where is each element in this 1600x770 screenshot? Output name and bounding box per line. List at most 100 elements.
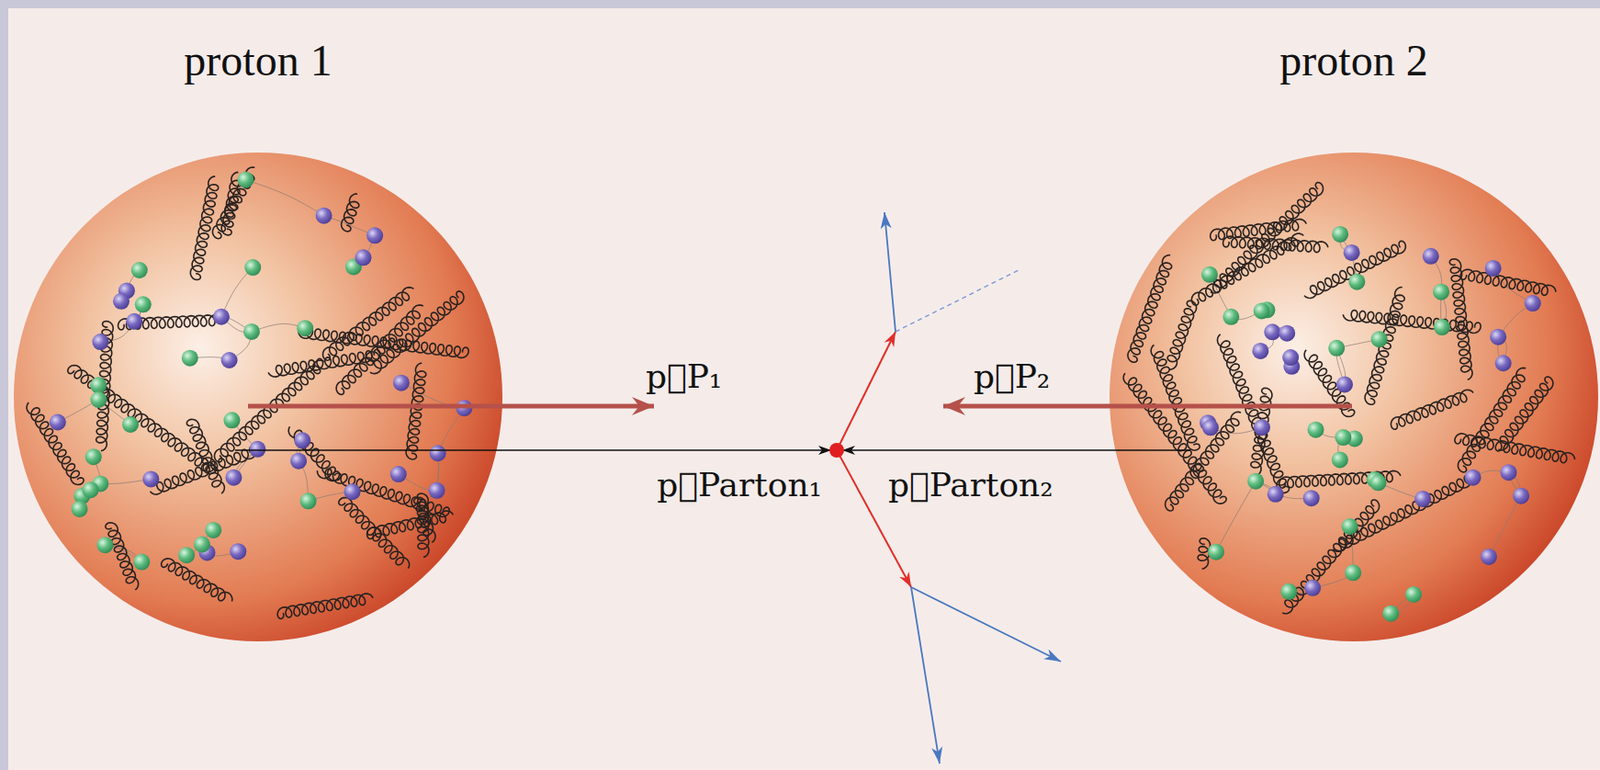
gluon-coil — [26, 402, 84, 485]
quark-dot — [1303, 489, 1320, 507]
gluon-coil — [405, 362, 427, 460]
quark-dot — [1222, 308, 1240, 326]
quark-dot — [91, 333, 109, 350]
quark-dot — [1331, 450, 1349, 468]
quark-dot — [1405, 585, 1422, 603]
proton-title: proton 1 — [13, 36, 503, 86]
decay-product — [911, 586, 1061, 662]
quark-dot — [1382, 605, 1399, 622]
momentum-label: p⃗Parton₂ — [888, 464, 1054, 505]
proton-sphere: proton 1 — [13, 36, 503, 645]
gluon-coil — [341, 193, 360, 232]
gluon-coil — [214, 360, 325, 462]
quark-dot — [344, 483, 361, 500]
quark-dot — [1370, 473, 1387, 491]
quark-dot — [204, 521, 222, 539]
quark-dot — [429, 444, 447, 462]
quark-dot — [1524, 294, 1542, 312]
proton-momentum-arrow — [247, 404, 654, 409]
quark-dot — [1201, 266, 1218, 283]
gluon-coil — [268, 349, 381, 377]
gluon-coil — [367, 510, 454, 540]
quark-dot — [193, 535, 211, 553]
quark-dot — [1489, 328, 1507, 346]
proton-momentum-arrow — [943, 404, 1353, 409]
quark-dot — [1253, 302, 1271, 319]
quark-dot — [1341, 518, 1359, 535]
quark-dot — [1304, 579, 1321, 597]
gluon-coil — [1454, 433, 1576, 463]
quark-dot — [300, 492, 317, 509]
gluon-coil — [105, 522, 139, 590]
gluon-coil — [212, 167, 255, 239]
quark-dot — [236, 171, 254, 189]
quark-dot — [1328, 339, 1345, 357]
gluon-coil — [370, 291, 464, 374]
momentum-label: p⃗Parton₁ — [656, 464, 823, 505]
quark-dot — [1267, 485, 1285, 503]
gluon-coil — [1191, 233, 1304, 305]
quark-dot — [221, 351, 238, 369]
gluon-coil — [338, 497, 410, 569]
gluon-coil — [336, 304, 424, 395]
gluon-coil — [414, 496, 436, 542]
gluon-coil — [186, 418, 225, 494]
quark-dot — [1247, 473, 1264, 490]
gluon-coil — [277, 593, 373, 619]
quark-dot — [1371, 330, 1388, 348]
quark-dot — [366, 226, 384, 244]
collision-point — [829, 442, 845, 458]
color-field-line — [221, 267, 253, 317]
quark-dot — [125, 313, 143, 330]
gluon-coil — [1123, 372, 1227, 504]
quark-dot — [296, 319, 314, 337]
momentum-label: p⃗P₁ — [645, 356, 722, 396]
gluon-coil — [1165, 411, 1242, 511]
proton-body — [1109, 152, 1599, 642]
proton-interior — [26, 167, 473, 619]
gluon-coil — [161, 558, 233, 602]
quark-dot — [1464, 469, 1482, 486]
quark-dot — [223, 411, 240, 429]
gluon-coil — [1457, 367, 1526, 473]
quark-dot — [90, 391, 107, 408]
quark-dot — [248, 440, 266, 458]
quark-dot — [244, 259, 261, 276]
quark-dot — [225, 469, 242, 486]
quark-dot — [293, 431, 311, 449]
proton-body — [13, 152, 503, 642]
quark-dot — [1307, 421, 1325, 439]
quark-dot — [390, 465, 407, 483]
quark-dot — [178, 546, 195, 564]
decay-product — [884, 212, 896, 332]
quark-dot — [1414, 490, 1431, 508]
proton-drawing — [13, 36, 503, 645]
gluon-coil — [1364, 286, 1405, 405]
momentum-label: p⃗P₂ — [973, 356, 1050, 396]
proton-drawing — [1109, 36, 1599, 645]
quark-dot — [1432, 283, 1450, 301]
quark-dot — [90, 376, 107, 394]
gluon-coil — [1250, 387, 1273, 476]
quark-dot — [1282, 349, 1299, 366]
quark-dot — [1485, 259, 1502, 277]
quark-dot — [1495, 354, 1512, 372]
decay-product-dashed — [895, 270, 1019, 332]
quark-dot — [181, 349, 199, 367]
quark-dot — [85, 448, 102, 465]
gluon-coil — [316, 468, 450, 517]
color-field-line — [1488, 495, 1522, 557]
gluon-coil — [1460, 269, 1556, 295]
quark-dot — [71, 500, 89, 518]
color-field-line — [245, 180, 324, 216]
quark-dot — [428, 482, 446, 499]
gluon-coil — [1127, 255, 1172, 363]
quark-dot — [1334, 428, 1352, 446]
quark-dot — [315, 207, 333, 225]
quark-dot — [354, 248, 372, 266]
quark-dot — [1280, 583, 1297, 600]
quark-dot — [1202, 418, 1219, 436]
quark-dot — [1263, 323, 1281, 340]
quark-dot — [1253, 418, 1271, 436]
